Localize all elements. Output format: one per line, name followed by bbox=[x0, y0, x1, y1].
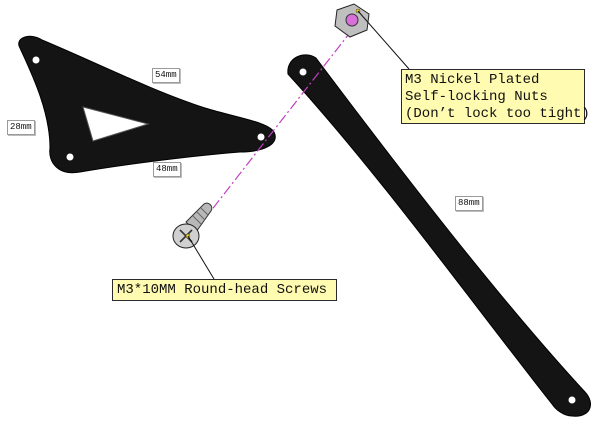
bracket-hole-right bbox=[257, 133, 265, 141]
bracket-cutout bbox=[82, 106, 150, 142]
screw-thread-3 bbox=[200, 207, 209, 216]
screws-leader-line bbox=[187, 235, 215, 280]
screw-shank bbox=[185, 202, 213, 233]
nuts-callout-line-1: M3 Nickel Plated bbox=[405, 72, 540, 88]
nut-hole bbox=[345, 13, 359, 27]
nuts-leader-line bbox=[357, 10, 410, 70]
screw-thread-1 bbox=[192, 215, 202, 225]
bracket-shape bbox=[18, 35, 276, 174]
nut bbox=[334, 3, 370, 38]
screws-callout: M3*10MM Round-head Screws bbox=[112, 279, 337, 301]
dim-arm-length: 88mm bbox=[455, 196, 483, 211]
arm-hole-top bbox=[299, 68, 307, 76]
nuts-callout-line-3: (Don’t lock too tight) bbox=[405, 106, 590, 122]
bracket-hole-top bbox=[32, 56, 40, 64]
nuts-callout: M3 Nickel Plated Self-locking Nuts (Don’… bbox=[401, 69, 590, 124]
dim-bracket-left: 28mm bbox=[7, 120, 35, 135]
long-arm bbox=[287, 54, 591, 417]
triangular-bracket bbox=[18, 35, 276, 174]
nuts-callout-line-2: Self-locking Nuts bbox=[405, 89, 548, 105]
arm-shape bbox=[287, 54, 591, 417]
arm-hole-bottom bbox=[568, 396, 576, 404]
screw bbox=[172, 202, 213, 249]
bracket-hole-bottom bbox=[66, 153, 74, 161]
screws-callout-label: M3*10MM Round-head Screws bbox=[117, 282, 328, 298]
dim-bracket-top: 54mm bbox=[152, 68, 180, 83]
assembly-axis-line bbox=[195, 29, 353, 231]
dim-bracket-bottom: 48mm bbox=[153, 162, 181, 177]
screw-thread-2 bbox=[196, 211, 206, 221]
